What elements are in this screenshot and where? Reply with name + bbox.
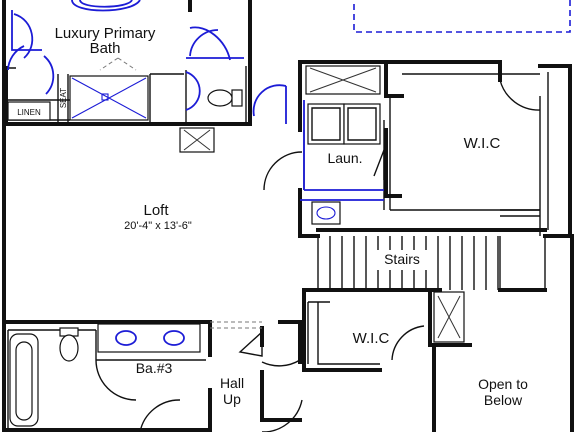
wic-lower-details (317, 291, 465, 365)
label-hall: Hall (220, 375, 244, 391)
bath3-fixtures (9, 323, 301, 427)
label-luxury-primary-bath-line2: Bath (90, 40, 121, 57)
loft-details (210, 321, 262, 329)
label-open-to-below-line1: Open to (478, 376, 528, 392)
label-laundry: Laun. (327, 150, 362, 166)
primary-bath-fixtures (7, 0, 571, 153)
label-open-to-below-line2: Below (484, 392, 523, 408)
label-up: Up (223, 391, 241, 407)
label-wic-upper: W.I.C (464, 135, 501, 152)
wic-upper-details (499, 79, 541, 217)
label-loft-dimensions: 20'-4" x 13'-6" (124, 220, 192, 232)
stairs-label-bg (376, 250, 428, 268)
label-loft: Loft (143, 202, 169, 219)
label-linen: LINEN (17, 108, 41, 117)
linen-closet (7, 101, 51, 121)
label-stairs: Stairs (384, 251, 420, 267)
label-wic-lower: W.I.C (353, 330, 390, 347)
lower-door-arcs (139, 399, 303, 432)
label-luxury-primary-bath-line1: Luxury Primary (55, 25, 156, 42)
laundry-fixtures (263, 65, 385, 225)
label-bath3: Ba.#3 (136, 360, 173, 376)
stair-treads (316, 228, 547, 292)
label-seat: SEAT (59, 88, 68, 108)
